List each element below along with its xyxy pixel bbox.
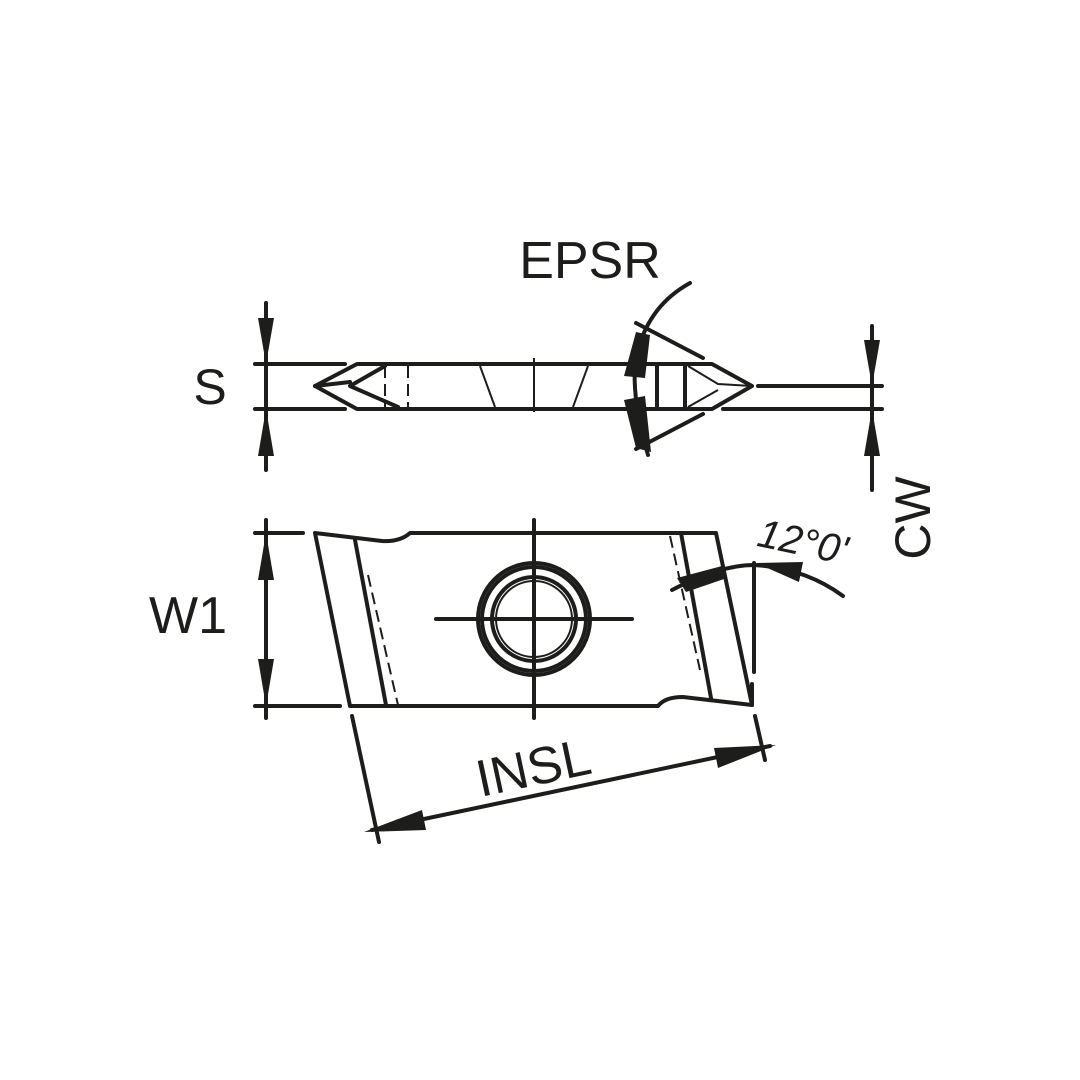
w1-label: W1 xyxy=(149,587,227,645)
w1-dimension: W1 xyxy=(149,518,342,720)
clearance-angle: 12°0' xyxy=(670,511,853,707)
insl-label: INSL xyxy=(471,728,596,809)
epsr-angle: EPSR xyxy=(519,232,705,457)
side-view xyxy=(253,358,884,412)
top-view xyxy=(313,518,754,720)
cw-label: CW xyxy=(885,476,941,560)
s-dimension: S xyxy=(193,301,274,472)
insl-dimension: INSL xyxy=(350,714,776,844)
epsr-label: EPSR xyxy=(519,232,661,290)
cw-dimension: CW xyxy=(864,324,941,560)
s-label: S xyxy=(193,359,226,415)
